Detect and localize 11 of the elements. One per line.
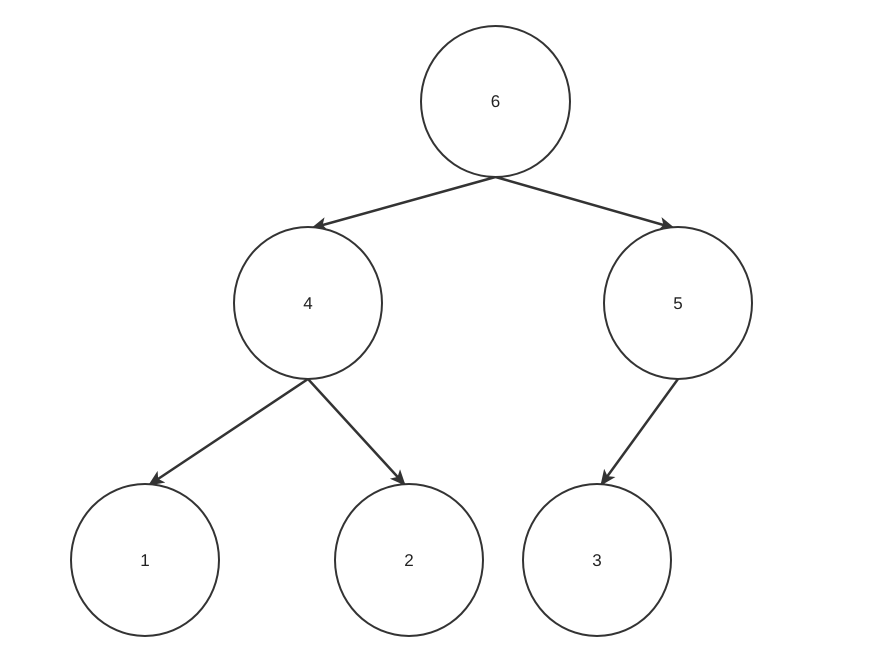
- arrow: [600, 378, 680, 486]
- arrow: [495, 176, 675, 231]
- node-label: 6: [490, 93, 500, 110]
- node-label: 2: [404, 552, 414, 568]
- arrow: [311, 176, 496, 231]
- arrow: [307, 378, 406, 486]
- node-label: 4: [303, 294, 313, 312]
- node-label: 5: [673, 294, 683, 312]
- arrow: [148, 378, 309, 486]
- node-label: 3: [592, 552, 602, 568]
- node-label: 1: [140, 552, 150, 568]
